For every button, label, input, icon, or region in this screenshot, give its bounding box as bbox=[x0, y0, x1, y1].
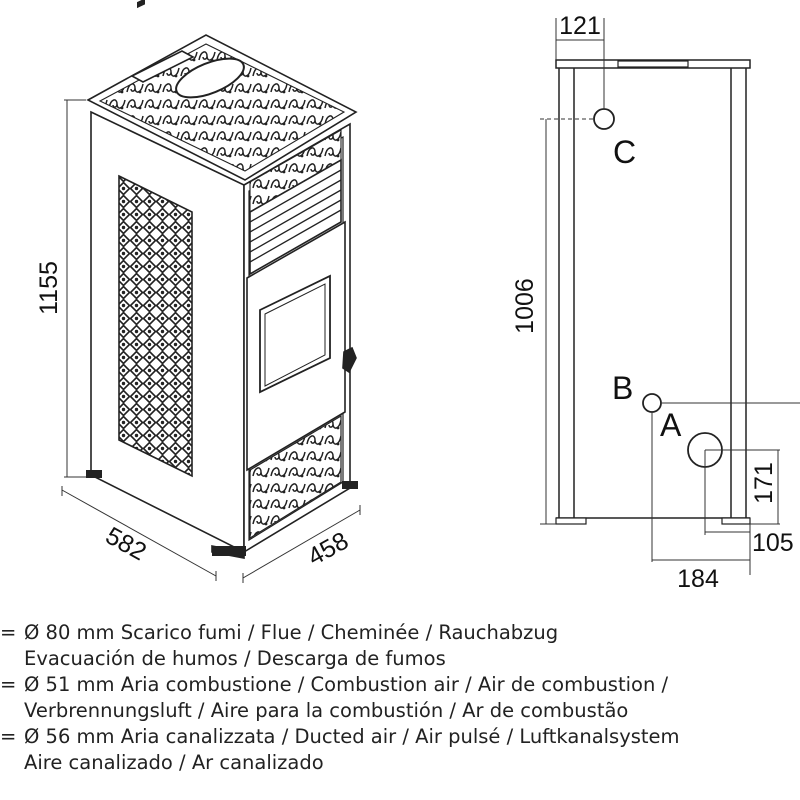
hopper-lid bbox=[175, 57, 245, 99]
legend-line: Aire canalizado / Ar canalizado bbox=[24, 751, 324, 774]
legend: = Ø 80 mm Scarico fumi / Flue / Cheminée … bbox=[0, 620, 800, 776]
legend-marker: = bbox=[0, 673, 17, 696]
dim-height bbox=[64, 99, 86, 478]
dim-ducted-side-label: 184 bbox=[677, 565, 719, 593]
rear-elevation bbox=[555, 59, 751, 525]
legend-line: Ø 80 mm Scarico fumi / Flue / Cheminée /… bbox=[24, 621, 559, 644]
door-handle bbox=[342, 346, 357, 374]
technical-drawing: 1155 582 458 bbox=[35, 0, 800, 593]
legend-item-ducted-air: = Ø 56 mm Aria canalizzata / Ducted air /… bbox=[0, 724, 800, 776]
dim-flue-from-back-label: 121 bbox=[559, 12, 601, 40]
control-panel bbox=[130, 50, 195, 83]
connection-c-flue bbox=[593, 108, 615, 130]
lower-decor-panel bbox=[249, 414, 342, 540]
rear-dimensions bbox=[540, 18, 800, 575]
door-glass bbox=[259, 274, 331, 394]
dim-depth bbox=[61, 486, 217, 581]
legend-line: Ø 56 mm Aria canalizzata / Ducted air / … bbox=[24, 725, 680, 748]
label-c: C bbox=[613, 134, 636, 170]
legend-line: Verbrennungsluft / Aire para la combusti… bbox=[24, 699, 629, 722]
legend-item-combustion-air: = Ø 51 mm Aria combustione / Combustion a… bbox=[0, 672, 800, 724]
side-lattice-panel bbox=[118, 174, 193, 478]
dim-ducted-height-label: 171 bbox=[750, 462, 778, 504]
label-a: A bbox=[660, 407, 682, 443]
stove-3d-view bbox=[86, 0, 358, 559]
dim-ducted-from-back-label: 105 bbox=[752, 529, 794, 557]
label-b: B bbox=[612, 370, 633, 406]
legend-line: Ø 51 mm Aria combustione / Combustion ai… bbox=[24, 673, 669, 696]
dim-width-label: 458 bbox=[303, 527, 353, 572]
legend-line: Evacuación de humos / Descarga de fumos bbox=[24, 647, 446, 670]
dim-flue-height-label: 1006 bbox=[511, 278, 539, 334]
legend-marker: = bbox=[0, 621, 17, 644]
legend-item-flue: = Ø 80 mm Scarico fumi / Flue / Cheminée … bbox=[0, 620, 800, 672]
dim-depth-label: 582 bbox=[101, 522, 151, 567]
legend-marker: = bbox=[0, 725, 17, 748]
connection-b-combustion-air bbox=[642, 393, 662, 413]
dim-width bbox=[242, 505, 361, 583]
louver-grille bbox=[249, 158, 342, 276]
dim-height-label: 1155 bbox=[35, 261, 63, 315]
